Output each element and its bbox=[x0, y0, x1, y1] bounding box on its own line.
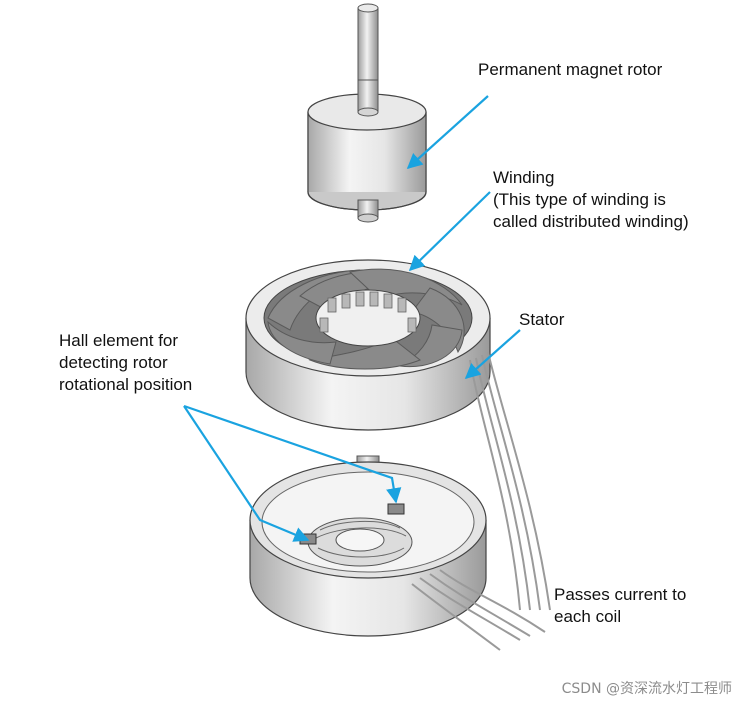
label-hall-line2: detecting rotor bbox=[59, 353, 168, 372]
label-winding-line3: called distributed winding) bbox=[493, 212, 689, 231]
arrow-hall-left bbox=[183, 405, 310, 542]
distributed-winding bbox=[267, 268, 465, 370]
arrow-winding bbox=[408, 191, 491, 272]
label-hall-line1: Hall element for bbox=[59, 331, 179, 350]
watermark: CSDN @资深流水灯工程师 bbox=[561, 681, 732, 697]
label-rotor: Permanent magnet rotor bbox=[478, 60, 663, 79]
label-winding: Winding (This type of winding is called … bbox=[493, 167, 689, 233]
hall-pcb-traces bbox=[315, 521, 407, 558]
label-passes-line2: each coil bbox=[554, 607, 622, 626]
label-winding-line2: (This type of winding is bbox=[493, 190, 666, 209]
stator-teeth bbox=[319, 291, 417, 333]
base-housing bbox=[249, 455, 546, 651]
label-stator: Stator bbox=[519, 310, 565, 329]
hall-element-right bbox=[387, 503, 405, 515]
label-hall: Hall element for detecting rotor rotatio… bbox=[59, 330, 192, 396]
label-hall-line3: rotational position bbox=[59, 375, 193, 394]
arrow-stator bbox=[464, 329, 521, 380]
label-passes-line1: Passes current to bbox=[554, 585, 687, 604]
permanent-magnet-rotor bbox=[307, 3, 427, 223]
stator bbox=[245, 259, 551, 611]
arrow-rotor bbox=[406, 95, 489, 170]
arrow-hall-right bbox=[183, 404, 402, 504]
label-winding-line1: Winding bbox=[493, 168, 555, 187]
label-passes-current: Passes current to each coil bbox=[554, 584, 686, 628]
callout-arrows bbox=[183, 95, 521, 542]
